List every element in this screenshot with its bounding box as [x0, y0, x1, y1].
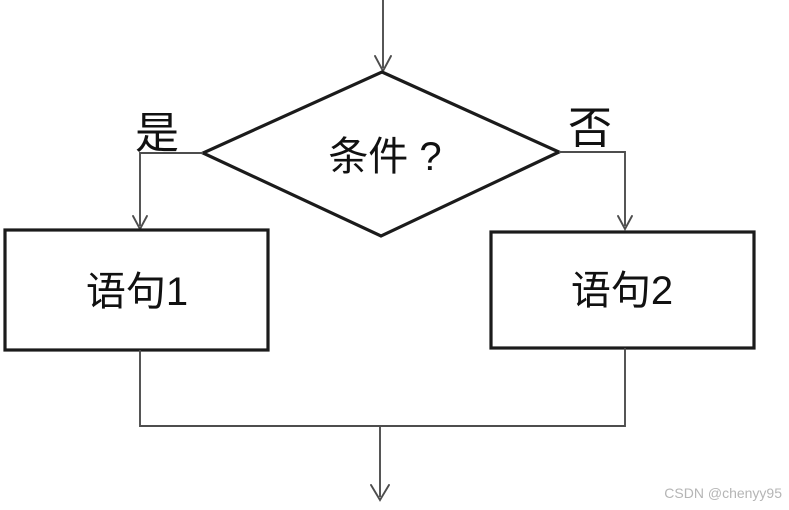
condition-label: 条件 ? — [328, 135, 441, 179]
yes-branch-label: 是 — [135, 109, 179, 158]
statement1-label: 语句1 — [86, 270, 188, 314]
condition-diamond — [199, 70, 563, 238]
merge-connector — [139, 348, 626, 427]
no-branch-label: 否 — [568, 104, 612, 153]
statement2-box — [489, 230, 756, 350]
no-branch-connector — [559, 151, 626, 226]
statement2-label: 语句2 — [571, 269, 673, 313]
no-arrow-down-icon — [617, 215, 633, 232]
exit-arrow-down-icon — [370, 484, 390, 502]
yes-branch-connector — [139, 152, 203, 226]
statement1-box — [3, 228, 270, 352]
watermark: CSDN @chenyy95 — [664, 485, 782, 501]
